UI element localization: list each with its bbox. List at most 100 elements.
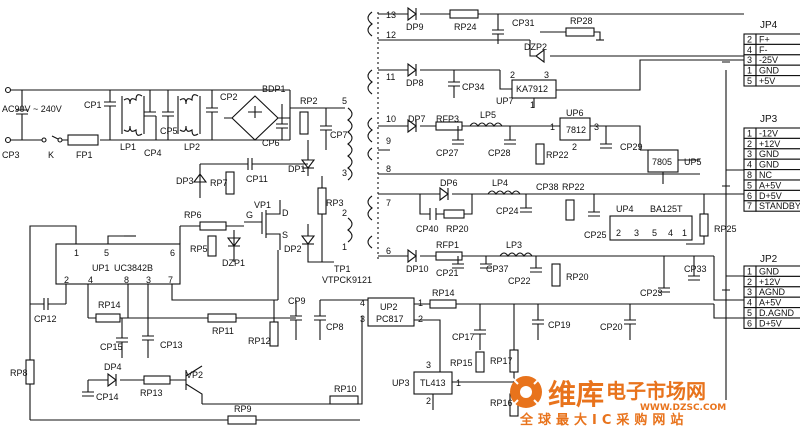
jp2-pin-signal: D+5V [759, 318, 782, 328]
cp17-label: CP17 [452, 332, 475, 342]
rp9-label: RP9 [234, 404, 252, 414]
jp2-pin-number: 6 [747, 318, 752, 328]
vp2-label: VP2 [186, 370, 203, 380]
jp2-pin-signal: GND [759, 266, 780, 276]
jp3-pin-signal: GND [759, 149, 780, 159]
jp3-pin-number: 6 [747, 191, 752, 201]
jp4-pin-number: 2 [747, 34, 752, 44]
dp3-label: DP3 [176, 176, 194, 186]
up3-pin1: 1 [456, 378, 461, 388]
jp4-pin-number: 4 [747, 45, 752, 55]
cp29-label: CP29 [620, 142, 643, 152]
resistor-rp10 [329, 395, 359, 405]
rp11-label: RP11 [212, 326, 234, 336]
tr-pin12: 12 [386, 30, 396, 40]
up1-pin3: 3 [146, 275, 151, 285]
drain-label: D [282, 208, 289, 218]
jp4-pin-signal: GND [759, 66, 780, 76]
cp25-label: CP25 [584, 230, 607, 240]
zener-dzp2 [535, 48, 545, 64]
up2-pin2: 2 [418, 314, 423, 324]
regulator-up4 [609, 215, 693, 241]
dzp1-label: DZP1 [222, 258, 245, 268]
up4-label: UP4 [616, 204, 634, 214]
jp4-pin-number: 5 [747, 76, 752, 86]
dp9-label: DP9 [406, 22, 424, 32]
rp14-right-label: RP14 [432, 288, 455, 298]
jp3-pin-number: 3 [747, 149, 752, 159]
cp40-label: CP40 [416, 224, 439, 234]
cp12-label: CP12 [34, 314, 57, 324]
up4-pin5: 5 [652, 228, 657, 238]
resistor-rp14-right [429, 299, 457, 309]
jp2-pin-number: 1 [747, 266, 752, 276]
up2-pin1: 1 [418, 298, 423, 308]
resistor-rp3 [317, 187, 327, 215]
resistor-rp11 [207, 313, 237, 323]
cp23-label: CP23 [640, 288, 663, 298]
resistor-rp28 [565, 27, 595, 37]
up4-pin2: 2 [616, 228, 621, 238]
up7-pin1: 1 [530, 100, 535, 110]
rp6-label: RP6 [184, 210, 202, 220]
resistor-rp14-left [95, 313, 121, 323]
resistor-rp20a [443, 209, 465, 219]
lp1-label: LP1 [120, 142, 136, 152]
cp9-label: CP9 [288, 296, 306, 306]
diode-dp6 [439, 186, 449, 202]
jp2-pin-number: 5 [747, 308, 752, 318]
jp2-pin-signal: A+5V [759, 298, 781, 308]
rp2-label: RP2 [300, 96, 318, 106]
up6-pin2: 2 [572, 142, 577, 152]
rp17-label: RP17 [490, 356, 513, 366]
up1-pin4: 4 [88, 275, 93, 285]
jp3-pin-signal: NC [759, 170, 772, 180]
ic7812-label: 7812 [566, 125, 586, 135]
up1-pin6: 6 [170, 248, 175, 258]
rp8-label: RP8 [10, 368, 28, 378]
rp3-label: RP3 [326, 198, 344, 208]
jp2-pin-number: 4 [747, 298, 752, 308]
vtpck9121-label: VTPCK9121 [322, 275, 372, 285]
diode-dp4 [107, 372, 117, 388]
up6-label: UP6 [566, 108, 584, 118]
diode-dp7 [407, 118, 417, 134]
up7-pin3: 3 [544, 70, 549, 80]
resistor-rp20b [551, 263, 561, 287]
jp2-pin-signal: D.AGND [759, 308, 795, 318]
rp13-label: RP13 [140, 388, 163, 398]
jp3-title: JP3 [760, 114, 778, 125]
brand-title: 电子市场网 [606, 379, 706, 403]
ka7912-label: KA7912 [516, 84, 548, 94]
up7-pin2: 2 [510, 70, 515, 80]
resistor-rfp3 [435, 121, 463, 131]
up1-pin5: 5 [104, 248, 109, 258]
bdp1-label: BDP1 [262, 84, 286, 94]
up5-label: UP5 [684, 157, 702, 167]
resistor-rp5 [207, 235, 217, 257]
cp34-label: CP34 [462, 82, 485, 92]
cp3-label: CP3 [2, 150, 20, 160]
brand-slogan: 全球最大IC采购网站 [519, 412, 688, 428]
jp4-pin-signal: F- [759, 45, 768, 55]
tr-pin6: 6 [386, 246, 391, 256]
up3-pin3: 3 [426, 360, 431, 370]
rp12-label: RP12 [248, 336, 271, 346]
jp3-pin-number: 4 [747, 160, 752, 170]
switch-k-label: K [48, 150, 54, 160]
jp3-pin-signal: D+5V [759, 191, 782, 201]
rp20a-label: RP20 [446, 224, 469, 234]
jp2-pin-signal: +12V [759, 277, 780, 287]
cp2-label: CP2 [220, 92, 238, 102]
jp3-pin-signal: A+5V [759, 180, 781, 190]
rp22a-label: RP22 [546, 150, 569, 160]
primary-section: RP2 CP7 DP1 RP3 DP2 CP11 RP7 DP3 VP1 G D… [176, 90, 348, 268]
jp2-label-cell [755, 317, 800, 329]
up4-pin1: 1 [682, 228, 687, 238]
tr-pin13: 13 [386, 10, 396, 20]
cp19-label: CP19 [548, 320, 571, 330]
up2-pin3: 3 [360, 314, 365, 324]
